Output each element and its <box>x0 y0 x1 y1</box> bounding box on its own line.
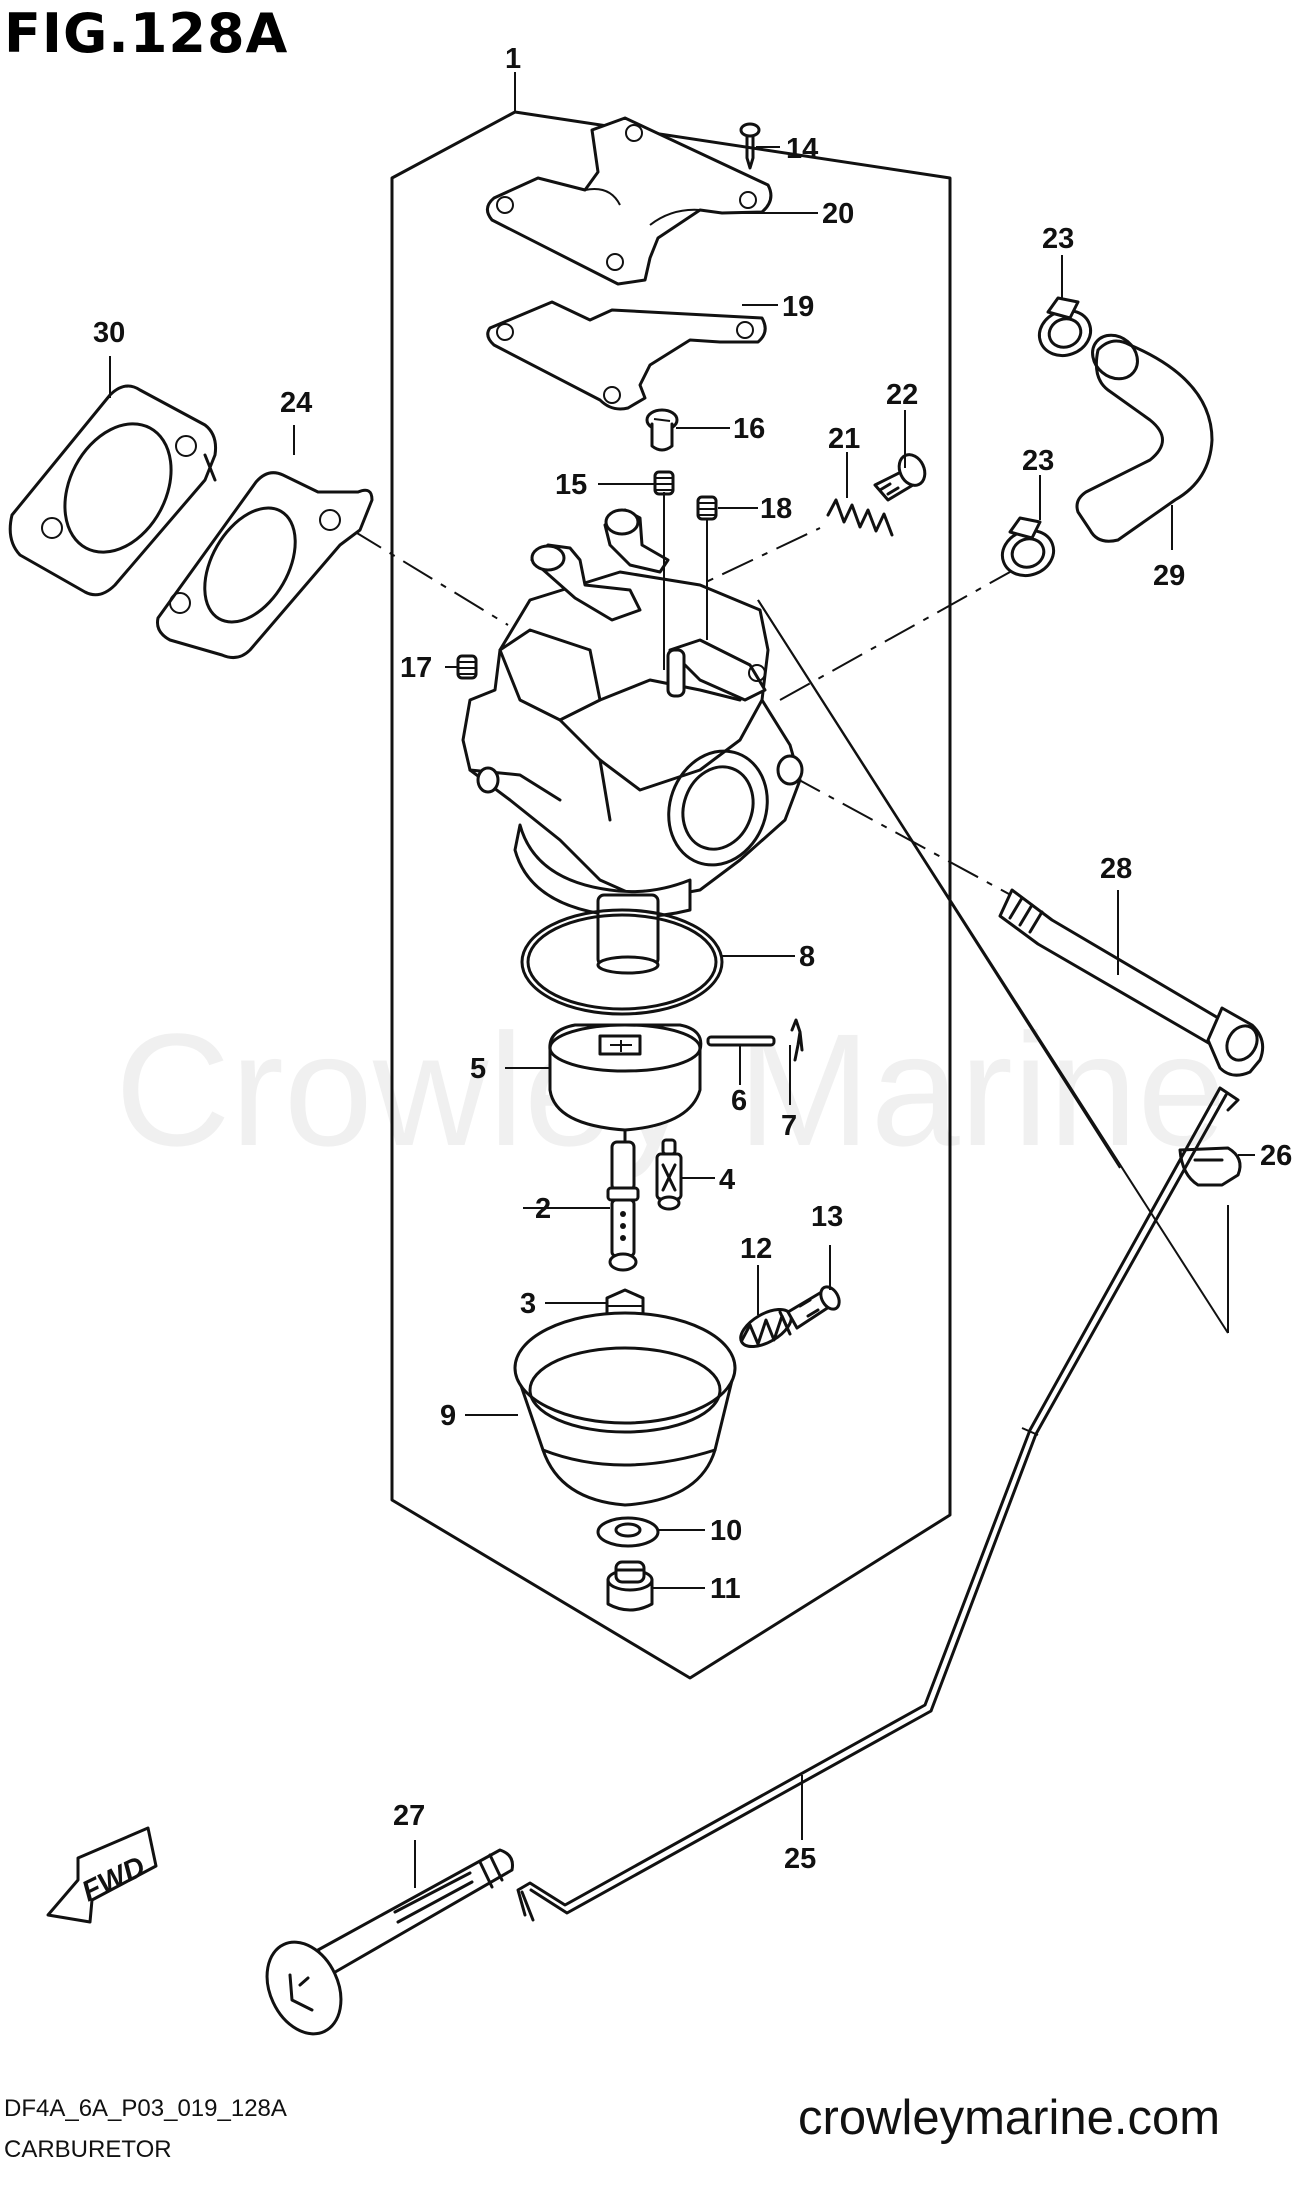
part-8-o-ring <box>520 908 724 1016</box>
carburetor-body <box>461 508 804 975</box>
part-19-gasket-plate <box>486 300 767 411</box>
website-label: crowleymarine.com <box>798 2091 1221 2145</box>
callout-21: 21 <box>828 423 860 455</box>
callout-24: 24 <box>280 387 312 419</box>
linkage-leaders <box>757 599 1229 1334</box>
callout-14: 14 <box>786 133 818 165</box>
part-21-spring <box>826 498 894 537</box>
part-23-hose-clamp-lower <box>1000 516 1056 578</box>
part-17-jet <box>456 654 478 680</box>
callout-9: 9 <box>440 1400 456 1432</box>
part-24-gasket <box>156 471 374 660</box>
callout-2: 2 <box>535 1193 551 1225</box>
part-16-screw <box>645 408 679 452</box>
figure-title: FIG.128A <box>4 2 289 65</box>
part-18-jet <box>696 495 718 521</box>
part-11-drain-bolt <box>606 1560 654 1612</box>
callout-6: 6 <box>731 1085 747 1117</box>
callout-29: 29 <box>1153 560 1185 592</box>
part-9-float-bowl <box>513 1311 737 1507</box>
callout-5: 5 <box>470 1053 486 1085</box>
callout-8: 8 <box>799 941 815 973</box>
assembly-boundary <box>390 110 952 1680</box>
callout-4: 4 <box>719 1164 735 1196</box>
part-26-rod-clip <box>1178 1146 1242 1187</box>
callout-leaders <box>109 72 1255 1888</box>
part-25-choke-rod <box>516 1086 1240 1922</box>
part-23-hose-clamp-upper <box>1037 296 1093 358</box>
callout-12: 12 <box>740 1233 772 1265</box>
diagram-caption: CARBURETOR <box>4 2136 172 2163</box>
callout-27: 27 <box>393 1800 425 1832</box>
callout-26: 26 <box>1260 1140 1292 1172</box>
part-12-spring <box>739 1307 793 1349</box>
part-22-idle-screw <box>873 453 927 502</box>
callout-13: 13 <box>811 1201 843 1233</box>
callout-10: 10 <box>710 1515 742 1547</box>
callout-28: 28 <box>1100 853 1132 885</box>
part-10-washer <box>596 1516 660 1548</box>
part-28-stud-bolt <box>998 888 1265 1077</box>
callout-15: 15 <box>555 469 587 501</box>
part-27-choke-knob <box>265 1848 514 2036</box>
part-5-float <box>548 1023 703 1142</box>
callout-25: 25 <box>784 1843 816 1875</box>
part-6-float-pin <box>706 1035 776 1047</box>
callout-22: 22 <box>886 379 918 411</box>
callout-17: 17 <box>400 652 432 684</box>
callout-11: 11 <box>710 1573 741 1605</box>
callout-23a: 23 <box>1042 223 1074 255</box>
part-20-cover-plate <box>486 116 773 286</box>
callout-20: 20 <box>822 198 854 230</box>
callout-7: 7 <box>781 1110 797 1142</box>
part-29-fuel-hose <box>1075 333 1214 543</box>
part-13-pilot-screw <box>786 1285 841 1330</box>
diagram-code: DF4A_6A_P03_019_128A <box>4 2095 287 2122</box>
callout-19: 19 <box>782 291 814 323</box>
part-14-screw <box>739 122 761 170</box>
part-30-insulator <box>8 384 217 597</box>
part-2-main-jet <box>606 1140 640 1272</box>
fwd-arrow: FWD <box>46 1826 158 1924</box>
callout-labels: 1 14 20 19 23 22 16 21 15 23 18 29 17 30… <box>93 43 1292 1875</box>
part-7-clip <box>790 1018 804 1062</box>
callout-3: 3 <box>520 1288 536 1320</box>
callout-23b: 23 <box>1022 445 1054 477</box>
callout-1: 1 <box>505 43 521 75</box>
callout-30: 30 <box>93 317 125 349</box>
callout-18: 18 <box>760 493 792 525</box>
callout-16: 16 <box>733 413 765 445</box>
part-4-needle-valve <box>655 1138 683 1211</box>
